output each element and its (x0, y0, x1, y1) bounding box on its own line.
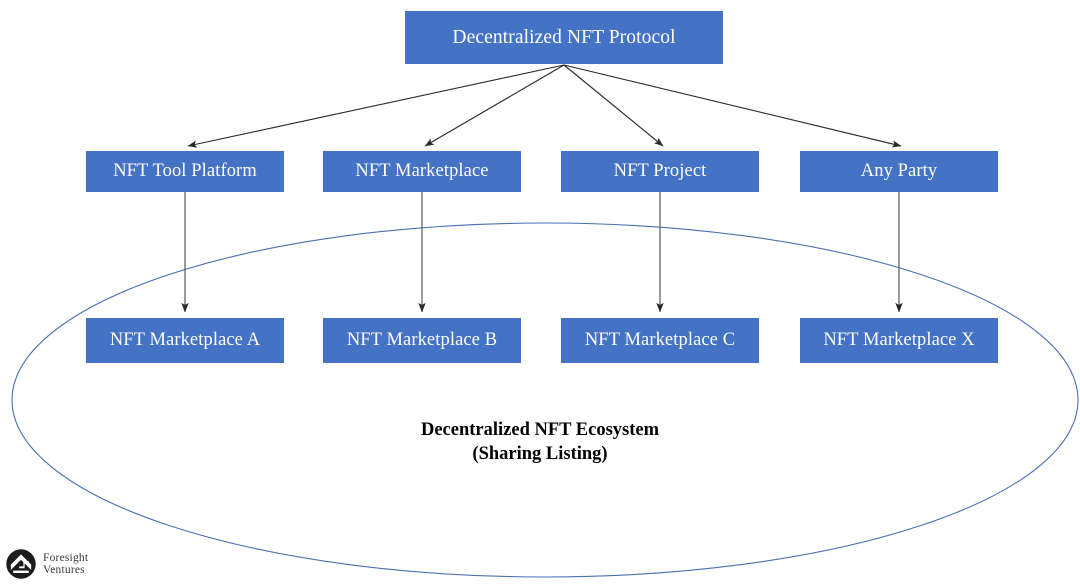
node-nft-marketplace[interactable]: NFT Marketplace (323, 151, 521, 192)
foresight-ventures-logo: Foresight Ventures (6, 549, 88, 579)
ecosystem-caption: Decentralized NFT Ecosystem (Sharing Lis… (0, 418, 1080, 467)
node-any-party[interactable]: Any Party (800, 151, 998, 192)
edge-root-to-project (563, 64, 664, 147)
edge-root-to-tool-platform (187, 64, 565, 148)
node-nft-marketplace-x[interactable]: NFT Marketplace X (800, 318, 998, 363)
node-nft-marketplace-b[interactable]: NFT Marketplace B (323, 318, 521, 363)
node-nft-tool-platform[interactable]: NFT Tool Platform (86, 151, 284, 192)
edge-root-to-marketplace (424, 64, 565, 147)
node-decentralized-nft-protocol[interactable]: Decentralized NFT Protocol (405, 11, 723, 64)
foresight-ventures-wordmark: Foresight Ventures (43, 552, 88, 577)
brand-line-2: Ventures (43, 564, 85, 576)
node-nft-project[interactable]: NFT Project (561, 151, 759, 192)
edge-root-to-any-party (563, 64, 902, 148)
foresight-ventures-mark-icon (6, 549, 36, 579)
ecosystem-caption-line2: (Sharing Listing) (472, 444, 608, 465)
ecosystem-caption-line1: Decentralized NFT Ecosystem (420, 420, 660, 440)
brand-line-1: Foresight (43, 551, 89, 564)
node-nft-marketplace-a[interactable]: NFT Marketplace A (86, 318, 284, 363)
node-nft-marketplace-c[interactable]: NFT Marketplace C (561, 318, 759, 363)
ecosystem-ellipse (11, 222, 1079, 578)
